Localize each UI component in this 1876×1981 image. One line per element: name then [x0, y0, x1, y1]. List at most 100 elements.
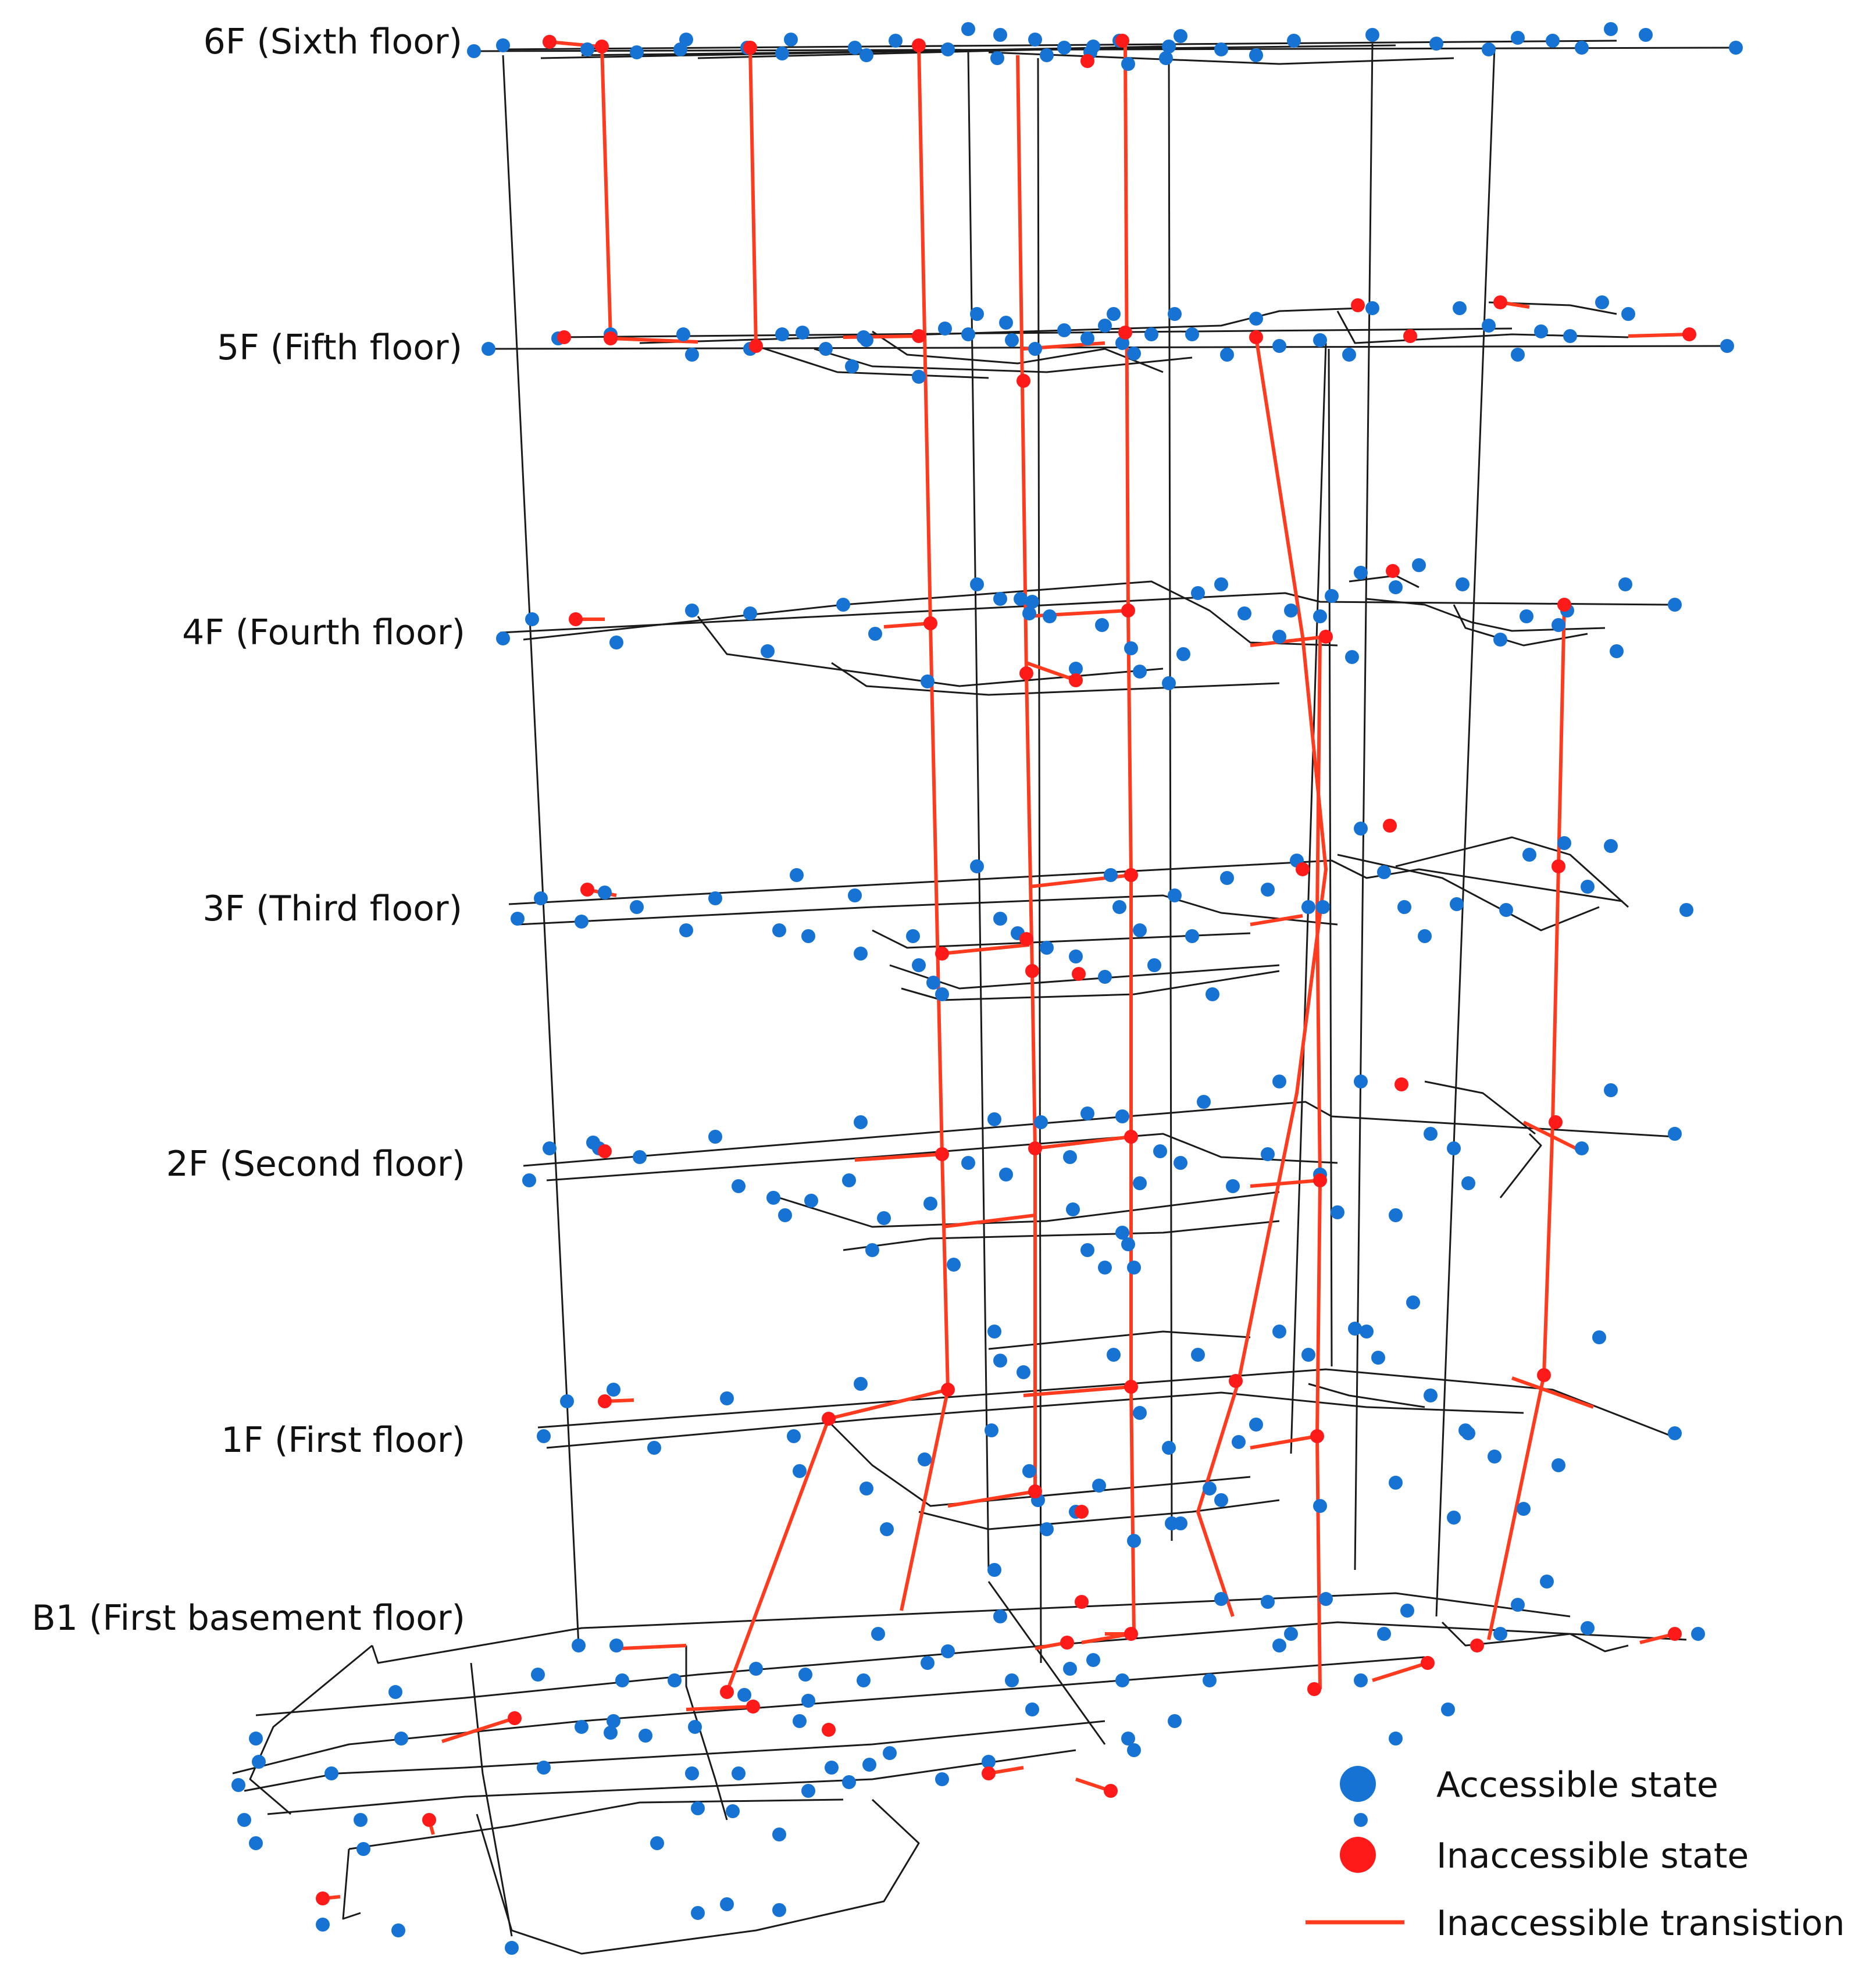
inaccessible-state-node [604, 331, 618, 345]
inaccessible-transition-edge [1124, 43, 1136, 1634]
accessible-state-node [1493, 633, 1507, 647]
accessible-state-node [650, 1836, 664, 1850]
accessible-state-node [607, 1714, 620, 1728]
accessible-state-node [1098, 319, 1112, 333]
accessible-state-node [1168, 1714, 1182, 1728]
inaccessible-state-node [595, 40, 609, 53]
inaccessible-state-node [569, 612, 583, 626]
accessible-state-node [987, 1325, 1001, 1338]
inaccessible-state-node [1386, 564, 1400, 578]
floor-label-6f: 6F (Sixth floor) [204, 22, 462, 62]
accessible-state-node [726, 1804, 740, 1818]
inaccessible-transition-edge [883, 622, 931, 629]
accessible-state-node [231, 1778, 245, 1792]
accessible-state-node [1147, 958, 1161, 972]
accessible-state-node [1057, 323, 1071, 337]
accessible-state-node [1377, 865, 1391, 879]
floor-label-3f: 3F (Third floor) [202, 888, 462, 929]
inaccessible-transition-edge [1372, 1661, 1428, 1682]
accessible-state-node [1133, 1176, 1147, 1190]
accessible-state-node [1095, 618, 1109, 632]
accessible-state-node [1729, 41, 1743, 55]
accessible-state-node [1499, 903, 1513, 917]
accessible-state-node [865, 1243, 879, 1257]
floor-label-b1: B1 (First basement floor) [32, 1598, 465, 1639]
accessible-state-node [1397, 900, 1411, 914]
accessible-state-node [749, 1662, 763, 1676]
accessible-state-node [685, 348, 699, 362]
accessible-state-node [1040, 941, 1054, 955]
accessible-state-node [1668, 598, 1682, 612]
accessible-state-node [825, 1761, 839, 1775]
accessible-state-node [766, 1191, 780, 1205]
accessible-state-node [1066, 1202, 1080, 1216]
accessible-state-node [1429, 37, 1443, 51]
inaccessible-state-node [1080, 54, 1094, 68]
network-edge [779, 1191, 1280, 1228]
accessible-state-node [1412, 558, 1426, 572]
accessible-state-node [912, 370, 926, 384]
accessible-state-node [607, 1383, 620, 1397]
accessible-state-node [1319, 1592, 1333, 1606]
accessible-state-node [1086, 40, 1100, 53]
accessible-state-node [842, 1775, 856, 1789]
accessible-state-node [691, 1906, 705, 1920]
accessible-state-node [685, 604, 699, 617]
inaccessible-transition-edge [843, 334, 919, 339]
accessible-state-node [249, 1732, 263, 1746]
accessible-state-node [1418, 929, 1432, 943]
accessible-state-node [531, 1668, 545, 1682]
inaccessible-state-node [912, 329, 926, 343]
legend: Accessible state Inaccessible state Inac… [1306, 1765, 1845, 1944]
accessible-state-node [1458, 1423, 1472, 1437]
accessible-state-node [1022, 606, 1036, 620]
accessible-state-node [252, 1755, 266, 1769]
inaccessible-state-node [1075, 1595, 1089, 1609]
accessible-state-node [482, 342, 495, 356]
legend-accessible-label: Accessible state [1436, 1765, 1718, 1805]
accessible-state-node [941, 42, 955, 56]
accessible-state-node [1371, 1351, 1385, 1365]
accessible-state-node [1185, 327, 1199, 341]
accessible-state-node [1168, 307, 1182, 321]
accessible-state-node [1482, 319, 1496, 333]
accessible-state-node [1447, 1511, 1461, 1525]
network-edge [500, 592, 1670, 634]
inaccessible-transition-edge [941, 943, 1030, 955]
accessible-state-node [537, 1761, 551, 1775]
accessible-state-node [921, 674, 935, 688]
accessible-state-node [604, 1726, 618, 1740]
accessible-state-node [673, 42, 687, 56]
accessible-state-node [1581, 880, 1595, 894]
accessible-state-node [1034, 1115, 1048, 1129]
accessible-state-node [1301, 1348, 1315, 1362]
inaccessible-state-node [1229, 1374, 1243, 1388]
accessible-state-node [534, 891, 548, 905]
accessible-state-node [324, 1766, 338, 1780]
accessible-state-node [1511, 31, 1525, 45]
accessible-state-node [1365, 301, 1379, 315]
accessible-state-node [1575, 41, 1589, 55]
accessible-state-node [912, 958, 926, 972]
accessible-state-node [1345, 650, 1359, 664]
inaccessible-state-node [1124, 1380, 1138, 1394]
inaccessible-state-node [941, 1383, 955, 1397]
accessible-state-node [1162, 40, 1176, 53]
accessible-state-node [1313, 333, 1327, 347]
accessible-state-node [1214, 1493, 1228, 1507]
accessible-state-node [511, 912, 525, 926]
accessible-state-node [1098, 970, 1112, 984]
network-edge [1499, 1133, 1542, 1198]
accessible-state-node [1377, 1627, 1391, 1641]
legend-inaccessible-label: Inaccessible state [1436, 1836, 1749, 1876]
inaccessible-transition-edge [1250, 914, 1303, 926]
accessible-state-node [1237, 606, 1251, 620]
accessible-state-node [505, 1941, 519, 1955]
accessible-state-node [993, 1609, 1007, 1623]
network-edge [342, 1848, 361, 1920]
accessible-state-node [1069, 950, 1083, 963]
accessible-state-node [880, 1522, 894, 1536]
accessible-state-nodes [231, 22, 1743, 1955]
accessible-state-node [394, 1732, 408, 1746]
